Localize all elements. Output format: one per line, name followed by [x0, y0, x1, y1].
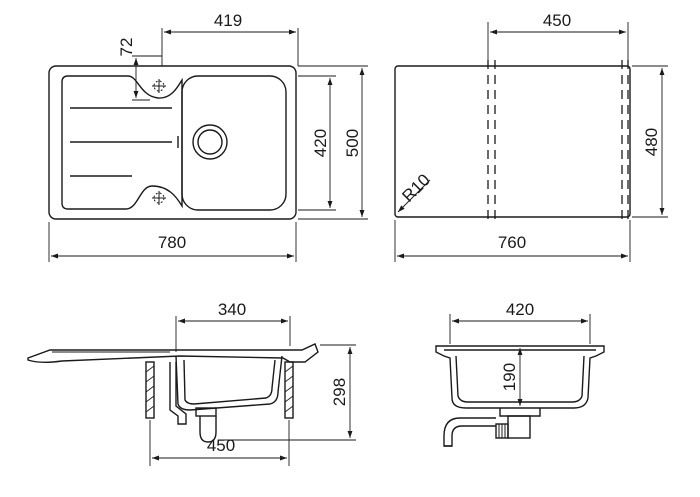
dim-450-side-label: 450 — [207, 436, 235, 455]
bowl-front-outline — [435, 345, 605, 409]
dim-480-label: 480 — [642, 128, 661, 156]
dim-72-label: 72 — [117, 38, 136, 57]
dim-450-cutout-label: 450 — [543, 11, 571, 30]
dim-760-label: 760 — [498, 233, 526, 252]
drain-body — [195, 407, 217, 417]
cutout-outline — [394, 65, 631, 218]
bowl-section — [175, 355, 283, 411]
front-view-dimensions: 420 190 — [449, 300, 591, 406]
drain-body-front — [507, 415, 531, 439]
dim-340-label: 340 — [218, 300, 246, 319]
overflow-pipe — [169, 362, 187, 425]
dim-190-label: 190 — [500, 363, 519, 391]
dim-780-label: 780 — [158, 233, 186, 252]
drain-outer — [192, 124, 228, 160]
dim-420-front-label: 420 — [506, 300, 534, 319]
sink-outline — [48, 65, 297, 220]
cutout-dimensions: 450 760 480 R10 — [394, 11, 668, 262]
cabinet-wall — [145, 361, 155, 419]
cutout-view — [394, 60, 631, 222]
bowl — [181, 75, 287, 211]
waste-pipe — [443, 417, 496, 447]
side-view-dimensions: 340 450 298 — [149, 300, 356, 466]
dim-500-label: 500 — [343, 129, 362, 157]
bowl-section-inner — [183, 359, 276, 405]
drain-inner — [197, 129, 223, 155]
dim-419-label: 419 — [214, 11, 242, 30]
top-view — [48, 65, 297, 220]
drainboard — [61, 75, 183, 210]
cabinet-wall — [284, 361, 294, 419]
drain-flange — [499, 408, 541, 417]
drain-trap — [199, 416, 217, 443]
dim-298-label: 298 — [330, 378, 349, 406]
dim-r10-label: R10 — [398, 170, 433, 205]
top-view-dimensions: 419 72 780 420 500 — [48, 11, 368, 262]
rim-profile — [27, 343, 319, 363]
dim-420-label: 420 — [311, 129, 330, 157]
side-view — [27, 343, 319, 443]
